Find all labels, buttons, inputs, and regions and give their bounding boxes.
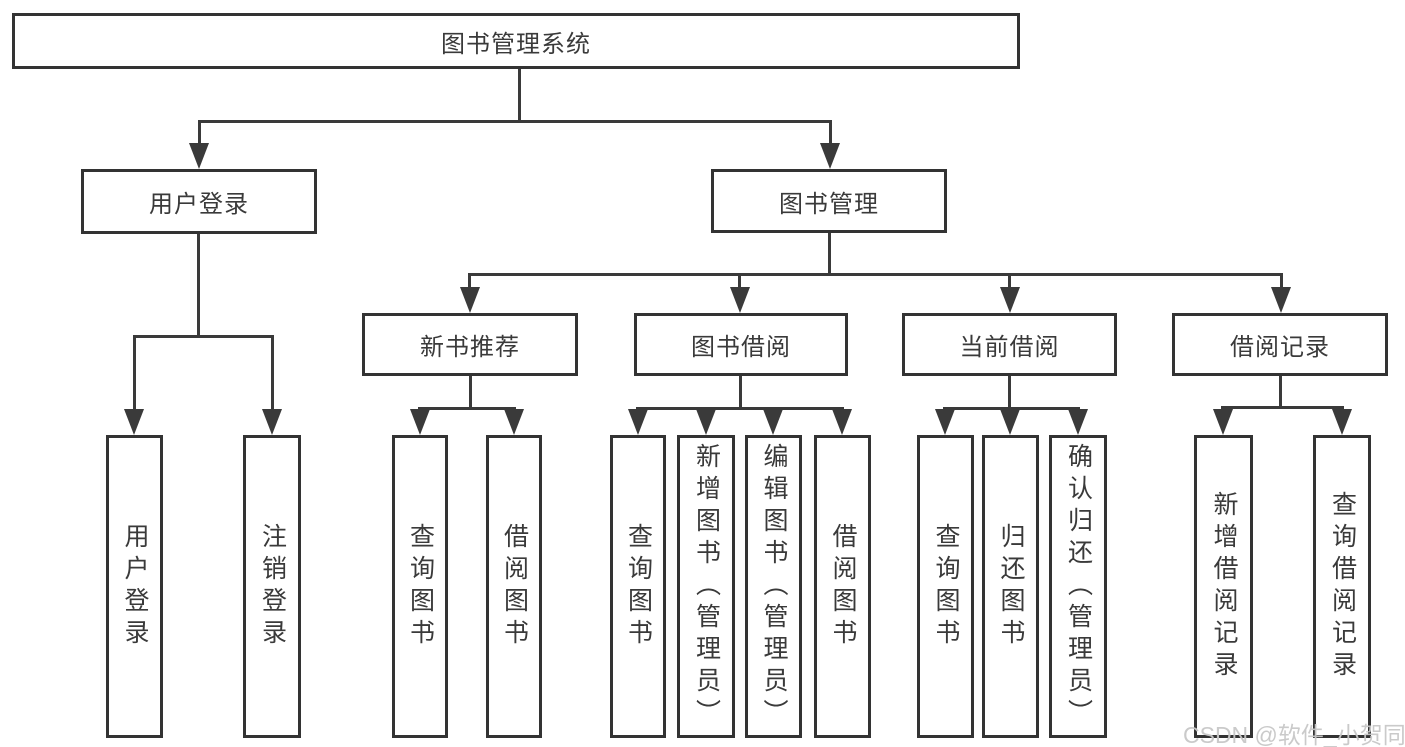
leaf-logout-label: 注销登录 [258, 522, 287, 651]
csdn-watermark: CSDN @软件_小贺同学 [1183, 722, 1405, 747]
leaf-borrow-query-label: 查询图书 [624, 522, 653, 651]
connector-line [738, 273, 741, 289]
connector-line [198, 120, 201, 146]
connector-line [133, 335, 274, 338]
leaf-records-query: 查询借阅记录 [1313, 435, 1371, 738]
leaf-logout: 注销登录 [243, 435, 301, 738]
leaf-current-query-label: 查询图书 [932, 522, 960, 651]
connector-line [468, 273, 1283, 276]
arrow-down-icon [696, 409, 716, 435]
connector-line [469, 376, 472, 409]
connector-line [418, 407, 516, 410]
leaf-borrow-add: 新增图书（管理员） [677, 435, 735, 738]
leaf-user-login-label: 用户登录 [121, 522, 149, 651]
node-user-login-label: 用户登录 [149, 191, 249, 218]
leaf-newbook-borrow: 借阅图书 [486, 435, 542, 738]
connector-line [828, 233, 831, 276]
node-book-mgmt-label: 图书管理 [779, 190, 879, 218]
connector-line [133, 335, 136, 411]
leaf-records-add: 新增借阅记录 [1194, 435, 1253, 738]
arrow-down-icon [124, 409, 144, 435]
connector-line [1221, 406, 1344, 409]
arrow-down-icon [504, 409, 524, 435]
leaf-newbook-borrow-label: 借阅图书 [500, 522, 529, 651]
connector-line [1008, 376, 1011, 409]
connector-line [943, 407, 1080, 410]
connector-line [1279, 376, 1282, 408]
arrow-down-icon [1332, 409, 1352, 435]
node-user-login: 用户登录 [81, 169, 317, 234]
leaf-borrow-add-label: 新增图书（管理员） [692, 442, 721, 731]
arrow-down-icon [460, 287, 480, 313]
connector-line [518, 69, 521, 123]
node-book-mgmt: 图书管理 [711, 169, 947, 233]
connector-line [1280, 273, 1283, 289]
arrow-down-icon [262, 409, 282, 435]
arrow-down-icon [189, 143, 209, 169]
leaf-borrow-edit-label: 编辑图书（管理员） [760, 442, 788, 731]
connector-line [636, 407, 844, 410]
leaf-user-login: 用户登录 [106, 435, 163, 738]
node-book-borrow-label: 图书借阅 [691, 334, 791, 361]
node-current-borrow: 当前借阅 [902, 313, 1117, 376]
leaf-current-return: 归还图书 [982, 435, 1039, 738]
leaf-borrow-edit: 编辑图书（管理员） [745, 435, 802, 738]
arrow-down-icon [820, 143, 840, 169]
connector-line [271, 335, 274, 411]
connector-line [198, 120, 832, 123]
node-borrow-records-label: 借阅记录 [1230, 334, 1330, 361]
node-current-borrow-label: 当前借阅 [959, 334, 1060, 361]
leaf-records-query-label: 查询借阅记录 [1328, 490, 1357, 683]
node-root-label: 图书管理系统 [441, 30, 591, 58]
leaf-current-query: 查询图书 [917, 435, 974, 738]
arrow-down-icon [628, 409, 648, 435]
arrow-down-icon [763, 409, 783, 435]
leaf-borrow-borrow-label: 借阅图书 [829, 522, 857, 651]
leaf-current-confirm-label: 确认归还（管理员） [1064, 442, 1093, 731]
arrow-down-icon [832, 409, 852, 435]
arrow-down-icon [1000, 409, 1020, 435]
node-book-borrow: 图书借阅 [634, 313, 848, 376]
leaf-newbook-query: 查询图书 [392, 435, 448, 738]
arrow-down-icon [410, 409, 430, 435]
leaf-borrow-query: 查询图书 [610, 435, 666, 738]
connector-line [1008, 273, 1011, 289]
leaf-newbook-query-label: 查询图书 [406, 522, 435, 651]
arrow-down-icon [1271, 287, 1291, 313]
leaf-borrow-borrow: 借阅图书 [814, 435, 871, 738]
connector-line [739, 376, 742, 409]
node-new-book-label: 新书推荐 [420, 334, 520, 361]
connector-line [829, 120, 832, 146]
leaf-records-add-label: 新增借阅记录 [1210, 490, 1238, 683]
connector-line [468, 273, 471, 289]
leaf-current-return-label: 归还图书 [997, 522, 1025, 651]
node-new-book: 新书推荐 [362, 313, 578, 376]
node-root: 图书管理系统 [12, 13, 1020, 69]
arrow-down-icon [935, 409, 955, 435]
leaf-current-confirm: 确认归还（管理员） [1049, 435, 1107, 738]
arrow-down-icon [1000, 287, 1020, 313]
arrow-down-icon [730, 287, 750, 313]
arrow-down-icon [1068, 409, 1088, 435]
connector-line [197, 234, 200, 338]
arrow-down-icon [1213, 409, 1233, 435]
node-borrow-records: 借阅记录 [1172, 313, 1388, 376]
